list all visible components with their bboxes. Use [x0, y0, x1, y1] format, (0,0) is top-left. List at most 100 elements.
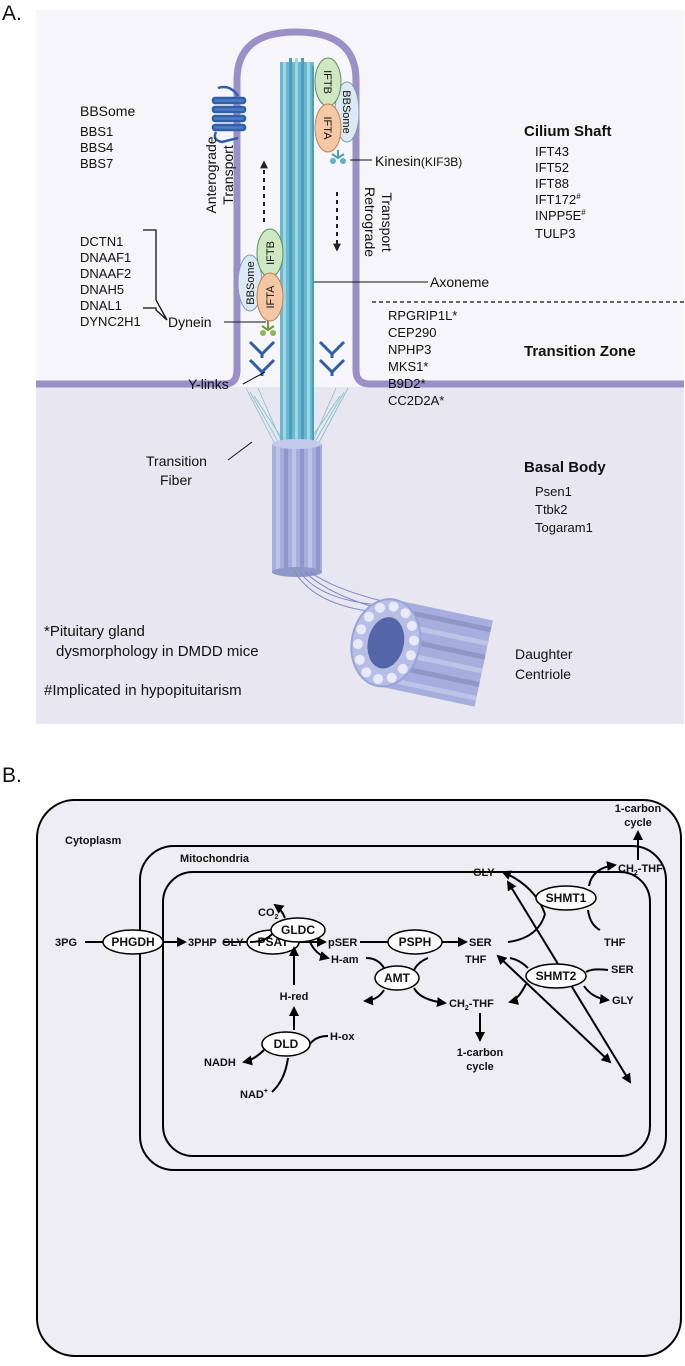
- transition-fiber-label-2: Fiber: [160, 472, 192, 488]
- enzyme-shmt1-label: SHMT1: [546, 891, 587, 905]
- footnote-pituitary-2: dysmorphology in DMDD mice: [56, 643, 259, 660]
- dynein-gene: DNAL1: [80, 298, 122, 313]
- cilium-shaft-gene: IFT43: [535, 144, 569, 159]
- dynein-gene: DNAH5: [80, 282, 124, 297]
- enzyme-shmt2: [525, 963, 587, 989]
- dynein-label: Dynein: [168, 314, 212, 330]
- enzyme-shmt2-label: SHMT2: [536, 969, 577, 983]
- daughter-centriole-label-1: Daughter: [515, 646, 573, 662]
- ift-train-anterograde: BBSome IFTB IFTA: [237, 228, 284, 336]
- bbsome-gene: BBS4: [80, 140, 113, 155]
- bbsome-title: BBSome: [80, 103, 135, 119]
- panel-a: A.: [2, 2, 684, 724]
- edge-nad-dld: [271, 1057, 289, 1093]
- dynein-gene: DYNC2H1: [80, 314, 141, 329]
- transition-zone-gene: NPHP3: [388, 342, 431, 357]
- footnote-hypopituitarism: #Implicated in hypopituitarism: [44, 682, 242, 699]
- node-onecarbon-mito-2: cycle: [466, 1061, 494, 1073]
- node-onecarbon-mito-1: 1-carbon: [457, 1047, 504, 1059]
- cytoplasm-label: Cytoplasm: [65, 835, 121, 847]
- node-gly-cytoplasm: GLY: [473, 867, 495, 879]
- cilium-shaft-gene: IFT88: [535, 176, 569, 191]
- bbsome-small-label-left: BBSome: [245, 261, 257, 304]
- edge-thf-amt: [413, 957, 429, 971]
- node-hox: H-ox: [330, 1031, 355, 1043]
- cilium-shaft-gene: IFT172#: [535, 192, 581, 207]
- node-nad: NAD+: [240, 1088, 268, 1101]
- node-onecarbon-cytoplasm-1: 1-carbon: [615, 803, 662, 815]
- ylinks-label: Y-links: [188, 376, 229, 392]
- basal-body-title: Basal Body: [524, 459, 606, 476]
- mitochondria-label: Mitochondria: [180, 853, 250, 865]
- enzyme-dld-label: DLD: [274, 1037, 299, 1051]
- transition-zone-gene: MKS1*: [388, 359, 428, 374]
- cilium-shaft-gene: INPP5E#: [535, 208, 586, 223]
- basal-body: [272, 439, 322, 577]
- footnote-pituitary-1: *Pituitary gland: [44, 623, 145, 640]
- transition-zone-title: Transition Zone: [524, 343, 636, 360]
- axoneme: [280, 58, 314, 447]
- bbsome-gene: BBS7: [80, 156, 113, 171]
- dynein-gene: DCTN1: [80, 234, 123, 249]
- transition-fiber-pointer: [227, 441, 253, 461]
- iftb-label-right: IFTB: [321, 70, 333, 94]
- enzyme-phgdh-label: PHGDH: [111, 935, 154, 949]
- axoneme-label: Axoneme: [430, 274, 489, 290]
- transition-zone-gene: RPGRIP1L*: [388, 308, 457, 323]
- node-3pg: 3PG: [55, 937, 77, 949]
- ifta-label-left: IFTA: [265, 285, 277, 309]
- bbsome-gene: BBS1: [80, 124, 113, 139]
- daughter-centriole-label-2: Centriole: [515, 666, 571, 682]
- edge-ser-shmt2: [585, 968, 609, 973]
- node-thf-cytoplasm: THF: [604, 937, 626, 949]
- edge-shmt2-ch2thf: [508, 983, 527, 1005]
- enzyme-gldc: [270, 917, 326, 943]
- mito-reactions: CO2 GLY GLDC H-am H-red DLD H-ox NADH NA…: [204, 903, 634, 1101]
- transition-zone-gene: B9D2*: [388, 376, 426, 391]
- basal-body-gene: Togaram1: [535, 520, 593, 535]
- basal-body-gene: Psen1: [535, 484, 572, 499]
- panel-b: B. Cytoplasm Mitochondria 3PG PHGDH 3PHP…: [2, 764, 682, 1357]
- ifta-label-right: IFTA: [321, 116, 333, 140]
- ift-train-retrograde: BBSome IFTB IFTA: [314, 57, 360, 164]
- node-ser-cytoplasm: SER: [469, 937, 492, 949]
- enzyme-gldc-label: GLDC: [281, 923, 315, 937]
- daughter-centriole: [350, 598, 493, 707]
- transition-zone-gene: CC2D2A*: [388, 393, 444, 408]
- dynein-gene: DNAAF1: [80, 250, 131, 265]
- mito-inner-membrane: [162, 871, 651, 1157]
- node-gly-mito-gldc: GLY: [222, 937, 244, 949]
- node-ser-mito: SER: [611, 964, 634, 976]
- mito-outer-membrane: [139, 845, 667, 1171]
- edge-amt-hox: [363, 989, 385, 1006]
- node-3php: 3PHP: [188, 937, 217, 949]
- node-hred: H-red: [280, 991, 309, 1003]
- dynein-bracket: [143, 229, 168, 321]
- node-co2: CO2: [258, 907, 279, 921]
- edge-ham-amt: [365, 957, 385, 969]
- bbsome-small-label-right: BBSome: [340, 90, 352, 133]
- edge-dld-nadh: [242, 1049, 265, 1066]
- edge-gldc-ham: [309, 941, 330, 961]
- anterograde-label-1: Anterograde: [203, 136, 219, 213]
- retrograde-label-2: Transport: [379, 192, 395, 252]
- cilium-shaft-gene: TULP3: [535, 226, 575, 241]
- edge-shmt2-gly: [583, 985, 610, 1004]
- ciliary-membrane: [36, 28, 684, 388]
- dynein-gene: DNAAF2: [80, 266, 131, 281]
- transition-fiber-label-1: Transition: [146, 453, 207, 469]
- panel-a-label: A.: [2, 2, 22, 25]
- node-thf-mito: THF: [465, 954, 487, 966]
- kinesin-label: Kinesin(KIF3B): [375, 153, 462, 169]
- cilium-shaft-title: Cilium Shaft: [524, 123, 612, 140]
- y-links: [248, 340, 346, 376]
- enzyme-amt: [374, 965, 420, 991]
- edge-hox-dld: [309, 1035, 329, 1045]
- iftb-label-left: IFTB: [265, 241, 277, 265]
- node-nadh: NADH: [204, 1057, 236, 1069]
- node-ch2thf-mito: CH2-THF: [449, 998, 494, 1012]
- node-pser: pSER: [328, 937, 357, 949]
- node-ham: H-am: [331, 954, 359, 966]
- receptor-icon: [211, 85, 247, 144]
- node-onecarbon-cytoplasm-2: cycle: [624, 817, 652, 829]
